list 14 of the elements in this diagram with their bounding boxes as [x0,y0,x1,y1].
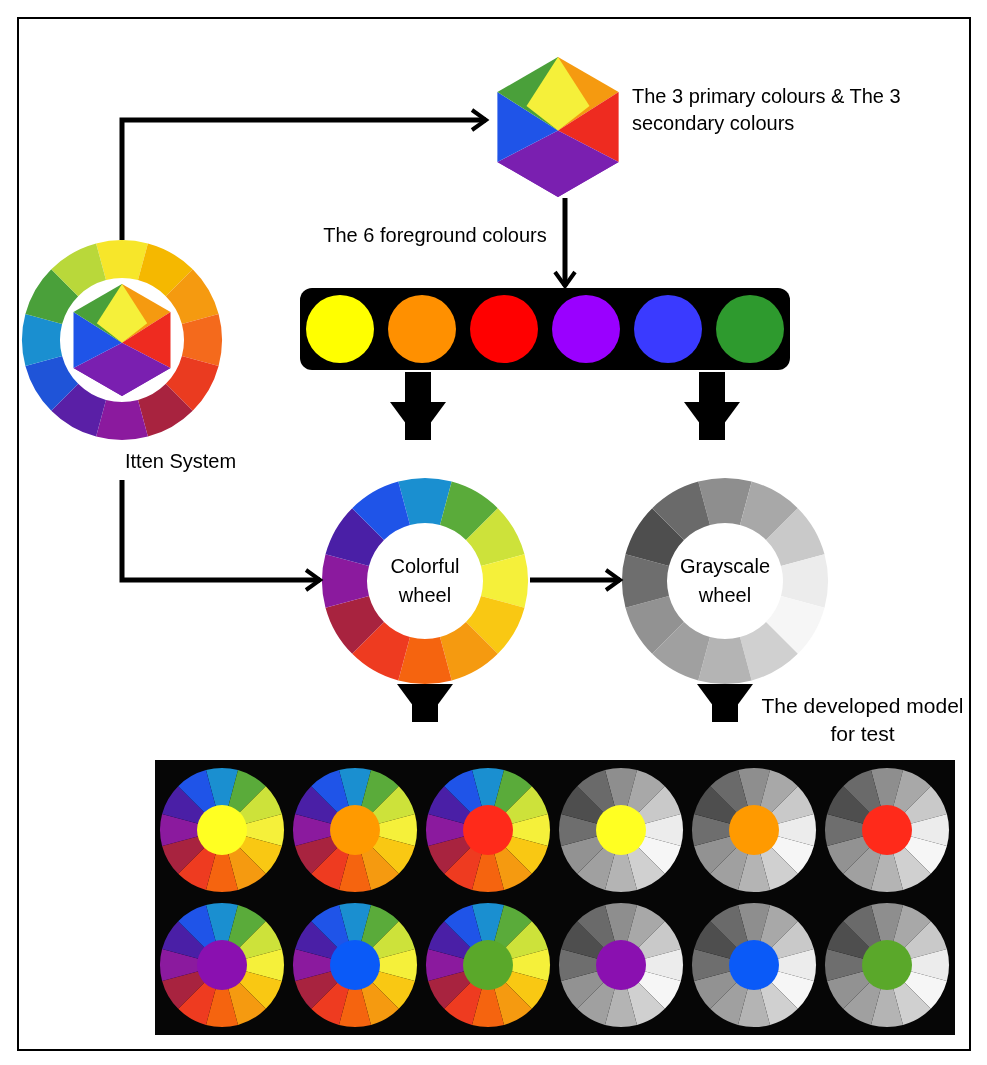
node-label: Colorful wheel [389,554,461,608]
node-label: Itten System [125,449,237,474]
arrow [530,568,622,592]
block-arrow [684,372,740,440]
node-label: The 6 foreground colours [322,223,548,248]
block-arrow [397,684,453,722]
block-arrow [390,372,446,440]
node-label: Grayscale wheel [679,554,771,608]
block-arrow [697,684,753,722]
node-label: The developed model for test [760,693,965,748]
node-label: The 3 primary colours & The 3 secondary colours [632,84,902,136]
arrow [119,480,322,592]
arrow [553,198,577,288]
arrow [119,108,488,240]
